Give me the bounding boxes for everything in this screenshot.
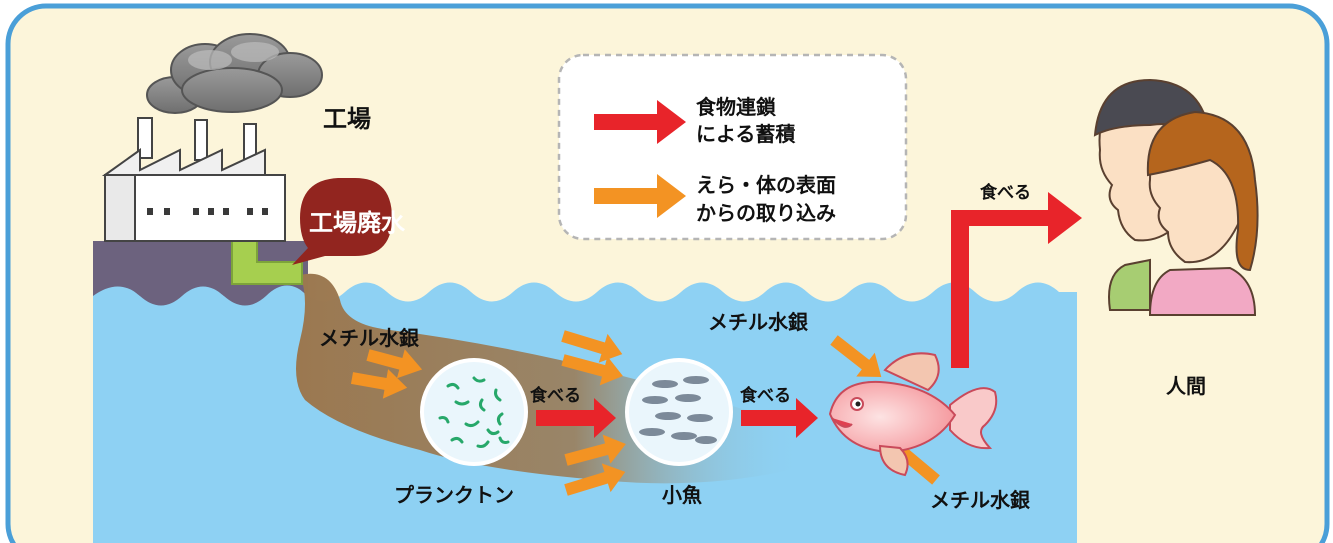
smoke <box>146 33 323 114</box>
arrow-plankton-to-smallfish <box>536 398 616 438</box>
plankton-circle <box>420 358 528 466</box>
eats-label-2: 食べる <box>740 386 791 406</box>
eats-label-3: 食べる <box>980 183 1031 203</box>
plankton-label: プランクトン <box>394 483 514 507</box>
arrow-fish-to-human <box>951 192 1082 368</box>
methylmercury-label-left: メチル水銀 <box>319 326 419 350</box>
legend-uptake-line1: えら・体の表面 <box>696 173 836 197</box>
small-fish-circle <box>625 358 733 466</box>
legend-red-arrow <box>594 100 686 144</box>
legend-orange-arrow <box>594 174 686 218</box>
legend-uptake-line2: からの取り込み <box>696 201 836 225</box>
human-woman <box>1146 110 1259 316</box>
wastewater-label: 工場廃水 <box>309 209 405 237</box>
wastewater-bubble <box>292 178 392 265</box>
legend-food-chain-line1: 食物連鎖 <box>696 95 776 119</box>
plankton-organisms <box>438 376 510 448</box>
small-fish-school <box>639 376 717 444</box>
methylmercury-label-top: メチル水銀 <box>708 310 808 334</box>
methylmercury-label-bottom: メチル水銀 <box>930 488 1030 512</box>
eats-label-1: 食べる <box>530 386 581 406</box>
legend-food-chain-line2: による蓄積 <box>696 122 796 146</box>
factory-windows <box>147 208 268 215</box>
fish <box>828 352 998 477</box>
arrow-smallfish-to-fish <box>741 398 818 438</box>
small-fish-label: 小魚 <box>662 483 702 507</box>
human-label: 人間 <box>1166 374 1206 398</box>
factory-label: 工場 <box>323 105 371 133</box>
